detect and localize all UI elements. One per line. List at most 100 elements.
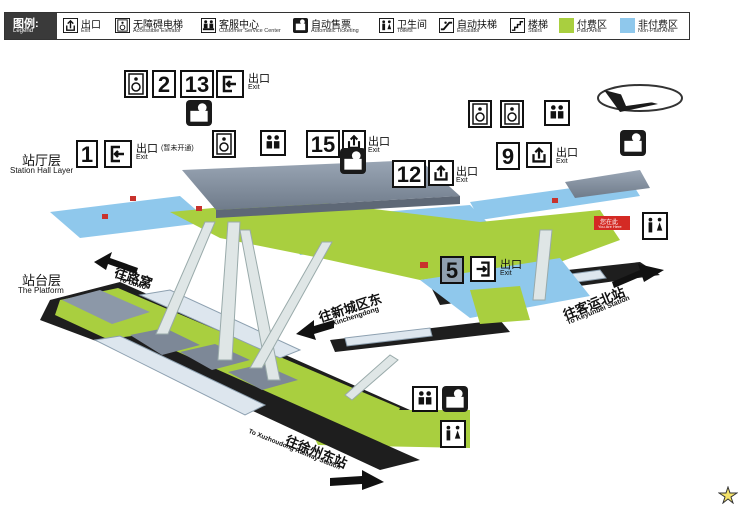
platform-level-label-en: The Platform — [18, 286, 64, 295]
legend-title: 图例: Legend — [5, 13, 57, 39]
legend-en: Exit — [81, 28, 91, 34]
star-icon — [718, 486, 738, 504]
you-are-here-sign — [594, 216, 630, 230]
legend-zh: 客服中心 — [219, 20, 259, 31]
non-paid-area-swatch — [620, 18, 635, 33]
arrow-to-xinchengdong — [296, 320, 334, 340]
ticket-gate — [420, 262, 428, 268]
platform-structure-1 — [62, 290, 150, 324]
platform-level-label-zh: 站台层 — [22, 273, 62, 288]
hall-level-label-en: Station Hall Layer — [10, 166, 74, 175]
ticket-gate — [196, 206, 202, 211]
legend-en: Non-Paid Area — [638, 28, 674, 34]
hall-paid-area — [170, 200, 620, 280]
ticket-gate — [552, 198, 558, 203]
ticket-gate — [102, 214, 108, 219]
exit-13-label-zh: 出口 — [248, 73, 270, 85]
escalator-lower — [344, 354, 399, 401]
legend-zh: 出口 — [81, 20, 101, 31]
accessible-elevator-icon — [115, 18, 130, 33]
accessible-elevator-icon — [212, 130, 236, 158]
legend-en: Customer Service Center — [219, 28, 281, 34]
customer-service-icon — [260, 130, 286, 156]
customer-service-icon — [412, 386, 438, 412]
exit-9-number: 9 — [496, 142, 520, 170]
exit-1-label-en: Exit — [136, 154, 148, 161]
escalator-center-1 — [217, 221, 241, 361]
toilet-icon — [379, 18, 394, 33]
customer-service-icon — [544, 100, 570, 126]
exit-icon — [428, 160, 454, 186]
escalator-keyun — [532, 229, 553, 301]
legend-zh: 卫生间 — [397, 20, 427, 31]
ticket-machine-icon — [186, 100, 212, 126]
legend-zh: 自动扶梯 — [457, 20, 497, 31]
legend-en: Stairs — [528, 28, 543, 34]
stairs-icon — [510, 18, 525, 33]
exit-12-number: 12 — [392, 160, 426, 188]
arrow-to-keyunbei — [612, 264, 664, 288]
legend-en: Automatic Ticketing — [311, 28, 359, 34]
exit-1-number: 1 — [76, 140, 98, 168]
legend-en: Toilets — [397, 28, 413, 34]
hall-building-right — [565, 170, 650, 198]
customer-service-icon — [201, 18, 216, 33]
legend-zh: 楼梯 — [528, 20, 548, 31]
escalator-left — [155, 221, 216, 335]
exit-15-number: 15 — [306, 130, 340, 158]
escalator-right-long — [249, 241, 333, 369]
you-are-here-en: You Are Here — [598, 224, 622, 229]
exit-1-note: (暂未开通) — [161, 145, 194, 152]
exit-icon — [104, 140, 132, 168]
hall-building-main — [182, 160, 460, 210]
exit-icon — [216, 70, 244, 98]
hall-building-main-side — [216, 196, 460, 218]
exit-5-number: 5 — [440, 256, 464, 284]
legend-en: Escalator — [457, 28, 480, 34]
hall-corridor-lower — [470, 286, 530, 324]
escalator-icon — [439, 18, 454, 33]
legend: 图例: Legend 出口 Exit 无障碍电梯 Accessible Elev… — [4, 12, 690, 40]
accessible-elevator-icon — [500, 100, 524, 128]
legend-title-en: Legend — [13, 28, 34, 34]
toilet-icon — [642, 212, 668, 240]
train-middle — [344, 327, 433, 347]
platform-structure-4 — [228, 364, 298, 390]
train-lower — [93, 335, 267, 416]
ticket-machine-icon — [340, 148, 366, 174]
platform-structure-3 — [180, 344, 250, 370]
exit-icon — [470, 256, 496, 282]
exit-5-label-en: Exit — [500, 270, 512, 277]
exit-9-label-en: Exit — [556, 158, 568, 165]
legend-en: Accessible Elevator — [133, 28, 181, 34]
paid-area-swatch — [559, 18, 574, 33]
legend-zh: 自动售票 — [311, 20, 351, 31]
hall-level-label-zh: 站厅层 — [22, 153, 62, 168]
exit-2-number: 2 — [152, 70, 176, 98]
exit-15-label-zh: 出口 — [368, 136, 390, 148]
compass — [597, 84, 683, 112]
ticket-gate — [130, 196, 136, 201]
ticket-machine-icon — [620, 130, 646, 156]
exit-13-number: 13 — [180, 70, 214, 98]
exit-1-label-zh: 出口 — [136, 143, 158, 155]
exit-9-label-zh: 出口 — [556, 147, 578, 159]
platform-structure-2 — [130, 328, 200, 355]
accessible-elevator-icon — [468, 100, 492, 128]
legend-en: Paid Area — [577, 28, 601, 34]
legend-zh: 付费区 — [577, 20, 607, 31]
exit-icon — [63, 18, 78, 33]
you-are-here-zh: 您在此 — [600, 220, 619, 226]
ticket-machine-icon — [442, 386, 468, 412]
arrow-to-xuzhoudong — [330, 470, 384, 490]
legend-zh: 非付费区 — [638, 20, 678, 31]
exit-15-label-en: Exit — [368, 147, 380, 154]
exit-5-label-zh: 出口 — [500, 259, 522, 271]
toilet-icon — [440, 420, 466, 448]
accessible-elevator-icon — [124, 70, 148, 98]
ticket-machine-icon — [293, 18, 308, 33]
exit-12-label-zh: 出口 — [456, 166, 478, 178]
hall-nonpaid-left — [50, 196, 210, 238]
